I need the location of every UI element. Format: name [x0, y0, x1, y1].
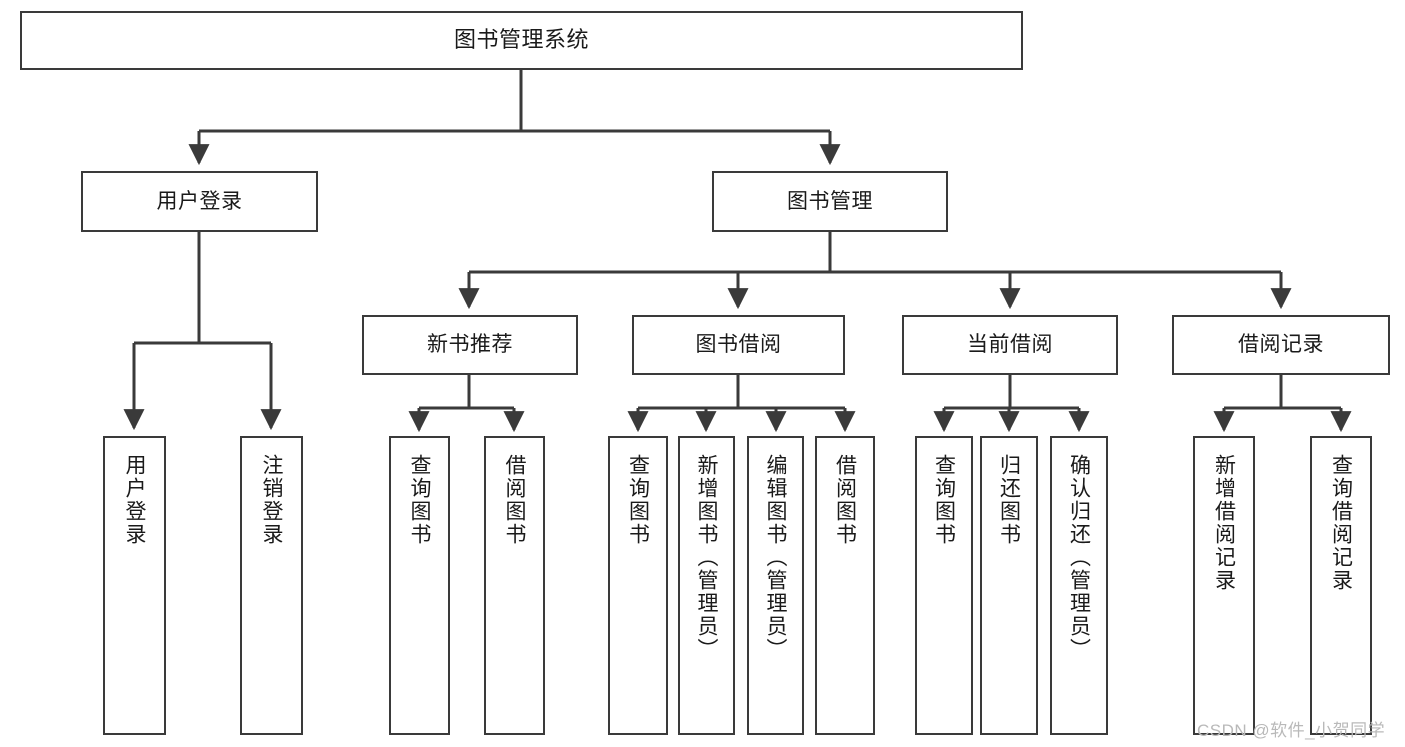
node-level2-new-book-recommend-label: 新书推荐	[427, 333, 513, 357]
leaf-node-label: 用户登录	[123, 454, 146, 546]
leaf-node-label: 新增图书（管理员）	[695, 454, 718, 661]
node-level1-user-login[interactable]: 用户登录	[81, 171, 318, 232]
leaf-node-label: 编辑图书（管理员）	[764, 454, 787, 661]
leaf-node[interactable]: 编辑图书（管理员）	[747, 436, 804, 735]
leaf-node-label: 查询图书	[626, 454, 650, 546]
node-level2-book-borrow[interactable]: 图书借阅	[632, 315, 845, 375]
node-level2-current-borrow-label: 当前借阅	[967, 333, 1053, 357]
node-level2-book-borrow-label: 图书借阅	[695, 333, 782, 357]
leaf-node-label: 注销登录	[260, 454, 283, 546]
leaf-node[interactable]: 归还图书	[980, 436, 1038, 735]
watermark: CSDN @软件_小贺同学	[1197, 721, 1386, 740]
leaf-node-label: 借阅图书	[503, 454, 526, 546]
node-level2-current-borrow[interactable]: 当前借阅	[902, 315, 1118, 375]
leaf-node-label: 查询借阅记录	[1329, 454, 1353, 592]
leaf-node-label: 归还图书	[997, 454, 1021, 546]
node-level1-user-login-label: 用户登录	[156, 189, 243, 213]
leaf-node[interactable]: 注销登录	[240, 436, 303, 735]
leaf-node[interactable]: 确认归还（管理员）	[1050, 436, 1108, 735]
node-root-label: 图书管理系统	[453, 27, 589, 53]
leaf-node[interactable]: 借阅图书	[815, 436, 875, 735]
leaf-node-label: 查询图书	[408, 454, 431, 546]
leaf-node[interactable]: 查询图书	[389, 436, 450, 735]
leaf-node[interactable]: 查询借阅记录	[1310, 436, 1372, 735]
leaf-node[interactable]: 借阅图书	[484, 436, 545, 735]
node-level2-borrow-record-label: 借阅记录	[1238, 333, 1324, 357]
leaf-node-label: 新增借阅记录	[1212, 454, 1236, 592]
node-level1-book-management[interactable]: 图书管理	[712, 171, 948, 232]
leaf-node[interactable]: 查询图书	[608, 436, 668, 735]
leaf-node[interactable]: 新增借阅记录	[1193, 436, 1255, 735]
node-root[interactable]: 图书管理系统	[20, 11, 1023, 70]
leaf-node[interactable]: 新增图书（管理员）	[678, 436, 735, 735]
node-level1-book-management-label: 图书管理	[787, 189, 873, 213]
leaf-node[interactable]: 查询图书	[915, 436, 973, 735]
leaf-node-label: 确认归还（管理员）	[1067, 454, 1091, 661]
node-level2-borrow-record[interactable]: 借阅记录	[1172, 315, 1390, 375]
leaf-node[interactable]: 用户登录	[103, 436, 166, 735]
leaf-node-label: 查询图书	[932, 454, 956, 546]
leaf-node-label: 借阅图书	[833, 454, 857, 546]
node-level2-new-book-recommend[interactable]: 新书推荐	[362, 315, 578, 375]
